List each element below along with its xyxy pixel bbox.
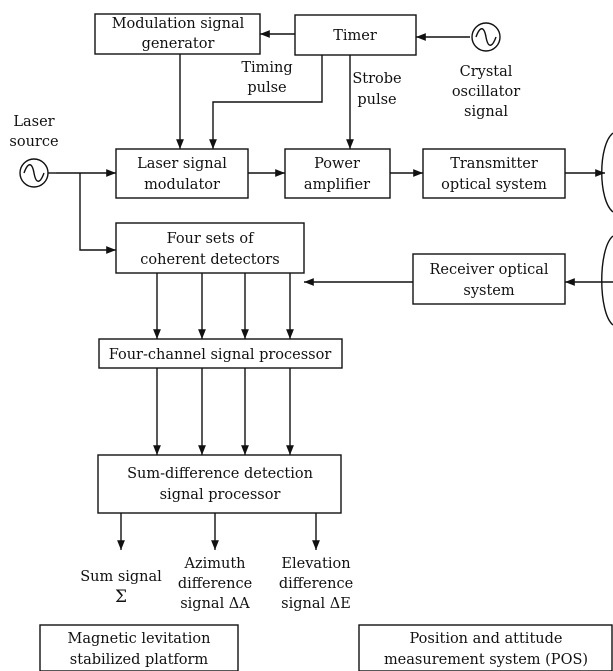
pos-system-label: measurement system (POS)	[384, 652, 588, 668]
power-amplifier-label: Power	[314, 156, 360, 172]
modulation-generator-label: generator	[142, 36, 215, 52]
pos-system-box	[358, 624, 613, 671]
elevation-signal-label: difference	[279, 576, 353, 592]
laser-modulator-label: Laser signal	[137, 156, 227, 172]
transmitter-optics-label: Transmitter	[450, 156, 538, 172]
crystal-oscillator-label: Crystal	[460, 64, 513, 80]
arrow-source-to-detectors	[79, 173, 116, 254]
azimuth-signal-label: signal ΔA	[180, 596, 250, 612]
timer-box	[294, 14, 417, 56]
sine-wave-source-icon	[471, 22, 501, 52]
transmitter-optics-label: optical system	[441, 177, 547, 193]
four-channel-processor-box	[98, 338, 343, 369]
four-channel-processor-label: Four-channel signal processor	[109, 347, 332, 363]
lens-icon	[601, 132, 613, 213]
modulation-generator-box	[94, 13, 261, 55]
sum-difference-processor-label: Sum-difference detection	[127, 466, 313, 482]
lens-icon	[601, 235, 613, 326]
elevation-signal-label: signal ΔE	[281, 596, 351, 612]
connectors	[56, 30, 613, 550]
maglev-platform-label: stabilized platform	[70, 652, 209, 668]
maglev-platform-label: Magnetic levitation	[68, 631, 211, 647]
timing-pulse-label: pulse	[247, 80, 286, 96]
power-amplifier-box	[284, 148, 391, 199]
receiver-optics-box	[412, 253, 566, 305]
laser-source-label: source	[9, 134, 58, 150]
strobe-pulse-label: pulse	[357, 92, 396, 108]
crystal-oscillator-label: signal	[464, 104, 508, 120]
sine-wave-source-icon	[19, 158, 56, 188]
pos-system-label: Position and attitude	[410, 631, 563, 647]
timing-pulse-label: Timing	[241, 60, 292, 76]
transmitter-optics-box	[422, 148, 566, 199]
sum-difference-processor-label: signal processor	[160, 487, 281, 503]
sum-difference-processor-box	[97, 454, 342, 514]
elevation-signal-label: Elevation	[281, 556, 350, 572]
power-amplifier-label: amplifier	[304, 177, 370, 193]
coherent-detectors-label: Four sets of	[167, 231, 256, 247]
coherent-detectors-box	[115, 222, 305, 274]
receiver-optics-label: system	[463, 283, 514, 299]
receiver-optics-label: Receiver optical	[429, 262, 548, 278]
coherent-detectors-label: coherent detectors	[140, 252, 279, 268]
timer-label: Timer	[333, 28, 377, 44]
laser-source-label: Laser	[13, 114, 54, 130]
arrow-timing-pulse	[209, 55, 323, 149]
azimuth-signal-label: Azimuth	[183, 556, 245, 572]
sum-signal-symbol: Σ	[115, 587, 127, 607]
modulation-generator-label: Modulation signal	[112, 16, 245, 32]
crystal-oscillator-label: oscillator	[452, 84, 520, 100]
sum-signal-label: Sum signal	[80, 569, 162, 585]
maglev-platform-box	[39, 624, 239, 671]
laser-modulator-label: modulator	[144, 177, 220, 193]
strobe-pulse-label: Strobe	[352, 71, 401, 87]
laser-modulator-box	[115, 148, 249, 199]
azimuth-signal-label: difference	[178, 576, 252, 592]
